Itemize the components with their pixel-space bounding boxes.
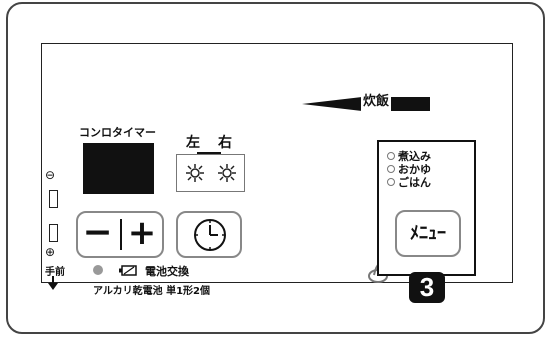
- timer-adjust-button: [76, 211, 164, 258]
- menu-option-led: [387, 164, 395, 173]
- timer-display: [83, 143, 154, 194]
- battery-icon: [119, 265, 137, 276]
- stove-timer-label: コンロタイマー: [79, 126, 156, 139]
- menu-option-label: 煮込み: [398, 149, 431, 163]
- menu-option-nikomi: 煮込み: [387, 149, 431, 163]
- menu-option-gohan: ごはん: [387, 175, 431, 189]
- battery-led: [93, 265, 103, 275]
- button-divider: [120, 219, 122, 250]
- hand-label: 手前: [45, 267, 65, 278]
- plus-indicator: [49, 224, 58, 242]
- burner-left-led-icon[interactable]: [185, 163, 205, 183]
- burner-right-label: 右: [218, 135, 232, 151]
- battery-type-label: アルカリ乾電池 単1形2個: [93, 286, 210, 297]
- timer-plus-button[interactable]: +: [127, 213, 157, 253]
- burner-left-label: 左: [186, 135, 200, 151]
- burner-right-led-icon[interactable]: [217, 163, 237, 183]
- menu-option-led: [387, 177, 395, 186]
- clock-icon: [194, 219, 226, 251]
- menu-option-led: [387, 151, 395, 160]
- timer-button[interactable]: [176, 211, 242, 258]
- minus-symbol: ⊖: [45, 168, 56, 182]
- plus-symbol: ⊕: [45, 245, 56, 259]
- menu-option-label: ごはん: [398, 175, 431, 189]
- appliance-frame: [6, 2, 545, 334]
- timer-minus-button[interactable]: −: [82, 212, 113, 253]
- callout-badge: 3: [409, 272, 445, 303]
- control-panel: [41, 43, 513, 283]
- menu-option-label: おかゆ: [398, 162, 431, 176]
- battery-change-label: 電池交換: [145, 265, 189, 278]
- rice-cook-label: 炊飯: [361, 92, 392, 112]
- arrow-down-icon: [48, 276, 58, 290]
- menu-button[interactable]: ﾒﾆｭｰ: [395, 210, 461, 257]
- burner-selector: [176, 154, 245, 192]
- minus-indicator: [49, 190, 58, 208]
- menu-option-okayu: おかゆ: [387, 162, 431, 176]
- menu-options: 煮込み おかゆ ごはん: [387, 149, 431, 189]
